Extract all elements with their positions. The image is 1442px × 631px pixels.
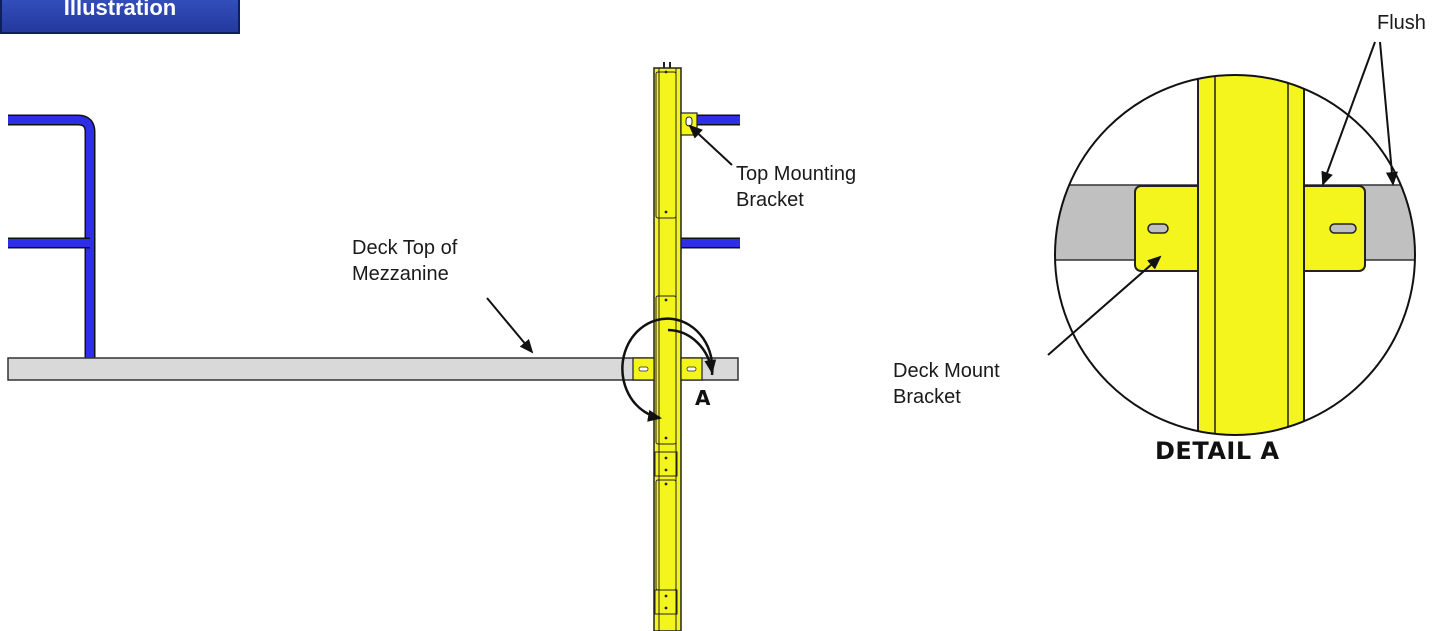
detail-marker-label: A [695, 386, 711, 410]
detail-a-outline [1054, 74, 1416, 436]
leader-deck-top [486, 297, 534, 354]
deck-mount-label: Deck Mount Bracket [893, 358, 1000, 410]
leader-top-bracket [688, 124, 733, 166]
leader-flush-2 [1379, 41, 1398, 186]
deck-top-label: Deck Top of Mezzanine [352, 235, 457, 287]
left-guardrail [8, 114, 96, 358]
detail-title: DETAIL A [1155, 437, 1280, 465]
deck-mount-label-line2: Bracket [893, 386, 961, 408]
detail-a-view [1055, 75, 1415, 435]
vertical-post [653, 62, 682, 631]
flush-label: Flush [1377, 12, 1426, 34]
leader-flush-1 [1321, 41, 1376, 186]
leader-deck-mount [1047, 255, 1162, 356]
right-guardrail [680, 114, 740, 249]
illustration-tab: Illustration [0, 0, 240, 34]
deck-slab [7, 357, 739, 381]
deck-top-label-line1: Deck Top of [352, 237, 458, 259]
detail-callout-circle [621, 317, 717, 422]
deck-mount-label-line1: Deck Mount [893, 360, 1000, 382]
top-bracket-label: Top Mounting Bracket [736, 161, 856, 213]
deck-mount-bracket-small [632, 357, 703, 381]
deck-top-label-line2: Mezzanine [352, 263, 449, 285]
top-bracket-label-line1: Top Mounting [736, 163, 857, 185]
top-bracket-label-line2: Bracket [736, 189, 804, 211]
top-mounting-bracket [680, 112, 698, 136]
